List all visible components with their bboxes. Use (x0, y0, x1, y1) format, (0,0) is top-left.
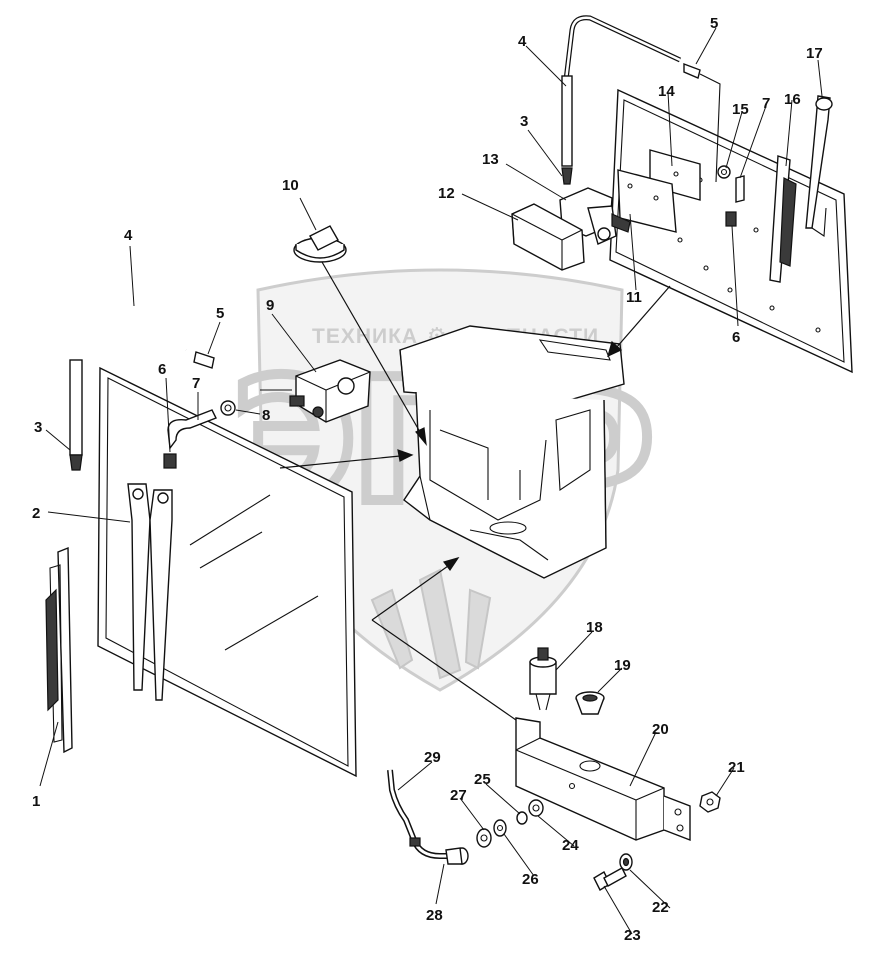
washer-tank (515, 717, 691, 842)
callout-2: 2 (32, 505, 40, 522)
washer-pump (529, 647, 557, 711)
tank-outlet-fittings (476, 799, 544, 848)
wiper-arms (127, 483, 173, 701)
left-wiper-blade (45, 546, 73, 754)
right-washer-hose (561, 15, 721, 185)
callout-7-right: 7 (762, 95, 770, 112)
callout-21: 21 (728, 759, 745, 776)
watermark-wheat-emblem (370, 568, 492, 680)
callout-1: 1 (32, 793, 40, 810)
callout-12: 12 (438, 185, 455, 202)
callout-3-right: 3 (520, 113, 528, 130)
callout-5-left: 5 (216, 305, 224, 322)
callout-4-left: 4 (124, 227, 133, 244)
callout-5-right: 5 (710, 15, 718, 32)
callout-13: 13 (482, 151, 499, 168)
callout-6-right: 6 (732, 329, 740, 346)
callout-numbers: 1 2 3 4 5 6 7 8 9 10 3 4 5 6 7 11 12 13 … (32, 15, 823, 944)
callout-4-right: 4 (518, 33, 527, 50)
cover-cap (293, 225, 347, 263)
callout-10: 10 (282, 177, 299, 194)
callout-23: 23 (624, 927, 641, 944)
callout-22: 22 (652, 899, 669, 916)
tank-fasteners (593, 791, 721, 891)
callout-26: 26 (522, 871, 539, 888)
callout-6-left: 6 (158, 361, 166, 378)
left-connectors (163, 400, 236, 469)
callout-19: 19 (614, 657, 631, 674)
callout-9: 9 (266, 297, 274, 314)
callout-14: 14 (658, 83, 675, 100)
left-wiper-motor (260, 359, 371, 423)
washer-reservoir (511, 203, 585, 271)
operator-cab (399, 325, 625, 579)
right-wiper-blade-and-arm (769, 95, 833, 283)
callout-29: 29 (424, 749, 441, 766)
left-washer-hose (69, 306, 215, 471)
filler-grommet (575, 691, 605, 715)
callout-16: 16 (784, 91, 801, 108)
callout-17: 17 (806, 45, 823, 62)
callout-27: 27 (450, 787, 467, 804)
mounting-plates (617, 149, 701, 233)
callout-15: 15 (732, 101, 749, 118)
callout-20: 20 (652, 721, 669, 738)
assembly-arrows (279, 261, 671, 721)
callout-7-left: 7 (192, 375, 200, 392)
callout-8: 8 (262, 407, 270, 424)
leader-lines (39, 27, 823, 935)
callout-11: 11 (626, 289, 642, 306)
callout-18: 18 (586, 619, 603, 636)
callout-3-left: 3 (34, 419, 42, 436)
callout-24: 24 (562, 837, 579, 854)
callout-25: 25 (474, 771, 491, 788)
drain-hose (387, 769, 469, 865)
right-small-connectors (717, 165, 745, 227)
callout-28: 28 (426, 907, 443, 924)
